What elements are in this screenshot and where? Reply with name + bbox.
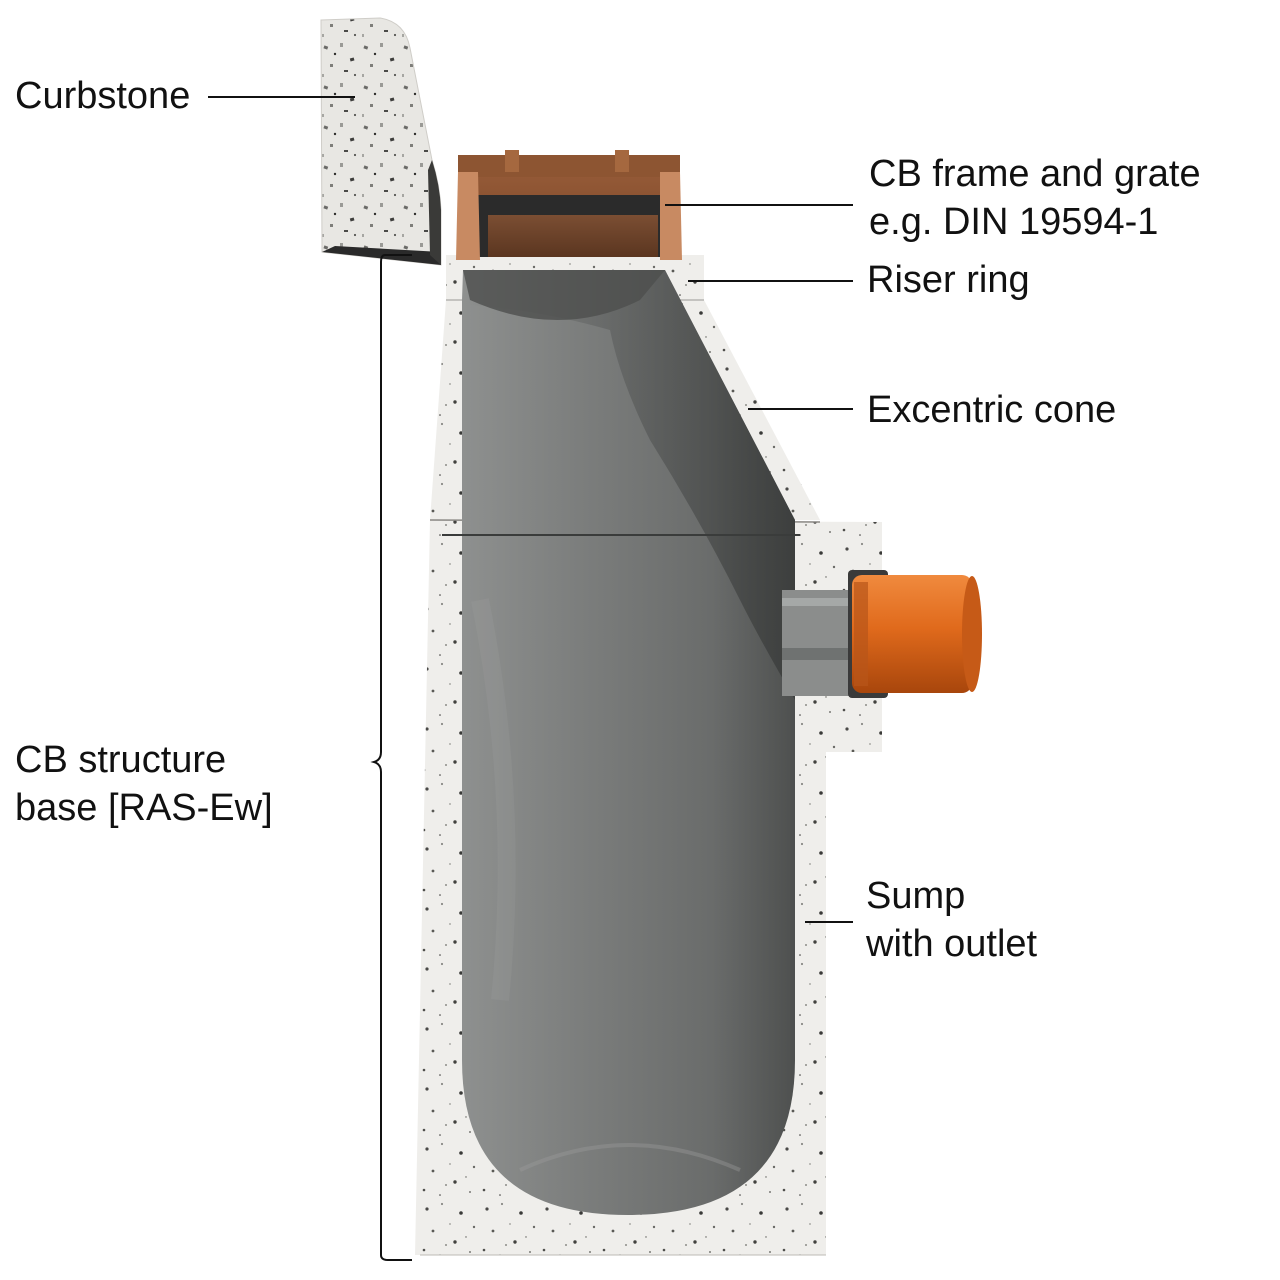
outlet-pipe bbox=[782, 570, 982, 698]
cb-frame-and-grate bbox=[456, 150, 682, 260]
label-cb-frame-and-grate: CB frame and grate e.g. DIN 19594-1 bbox=[869, 150, 1201, 246]
label-frame-line1: CB frame and grate bbox=[869, 153, 1201, 195]
label-excentric-cone: Excentric cone bbox=[867, 386, 1116, 434]
structure-bracket bbox=[370, 254, 412, 1261]
label-cone-text: Excentric cone bbox=[867, 389, 1117, 431]
label-sump-line2: with outlet bbox=[866, 923, 1038, 965]
label-riser-text: Riser ring bbox=[867, 259, 1030, 301]
label-riser-ring: Riser ring bbox=[867, 256, 1030, 304]
label-cb-structure-base: CB structure base [RAS-Ew] bbox=[15, 736, 273, 832]
label-curbstone: Curbstone bbox=[15, 72, 190, 120]
interior-chamber bbox=[442, 270, 800, 1215]
label-structure-line1: CB structure bbox=[15, 739, 227, 781]
label-sump-line1: Sump bbox=[866, 875, 966, 917]
label-sump-with-outlet: Sump with outlet bbox=[866, 872, 1037, 968]
label-structure-line2: base [RAS-Ew] bbox=[15, 787, 273, 829]
curbstone bbox=[320, 17, 442, 266]
leader-lines bbox=[208, 96, 853, 923]
label-curbstone-text: Curbstone bbox=[15, 75, 191, 117]
label-frame-line2: e.g. DIN 19594-1 bbox=[869, 201, 1159, 243]
